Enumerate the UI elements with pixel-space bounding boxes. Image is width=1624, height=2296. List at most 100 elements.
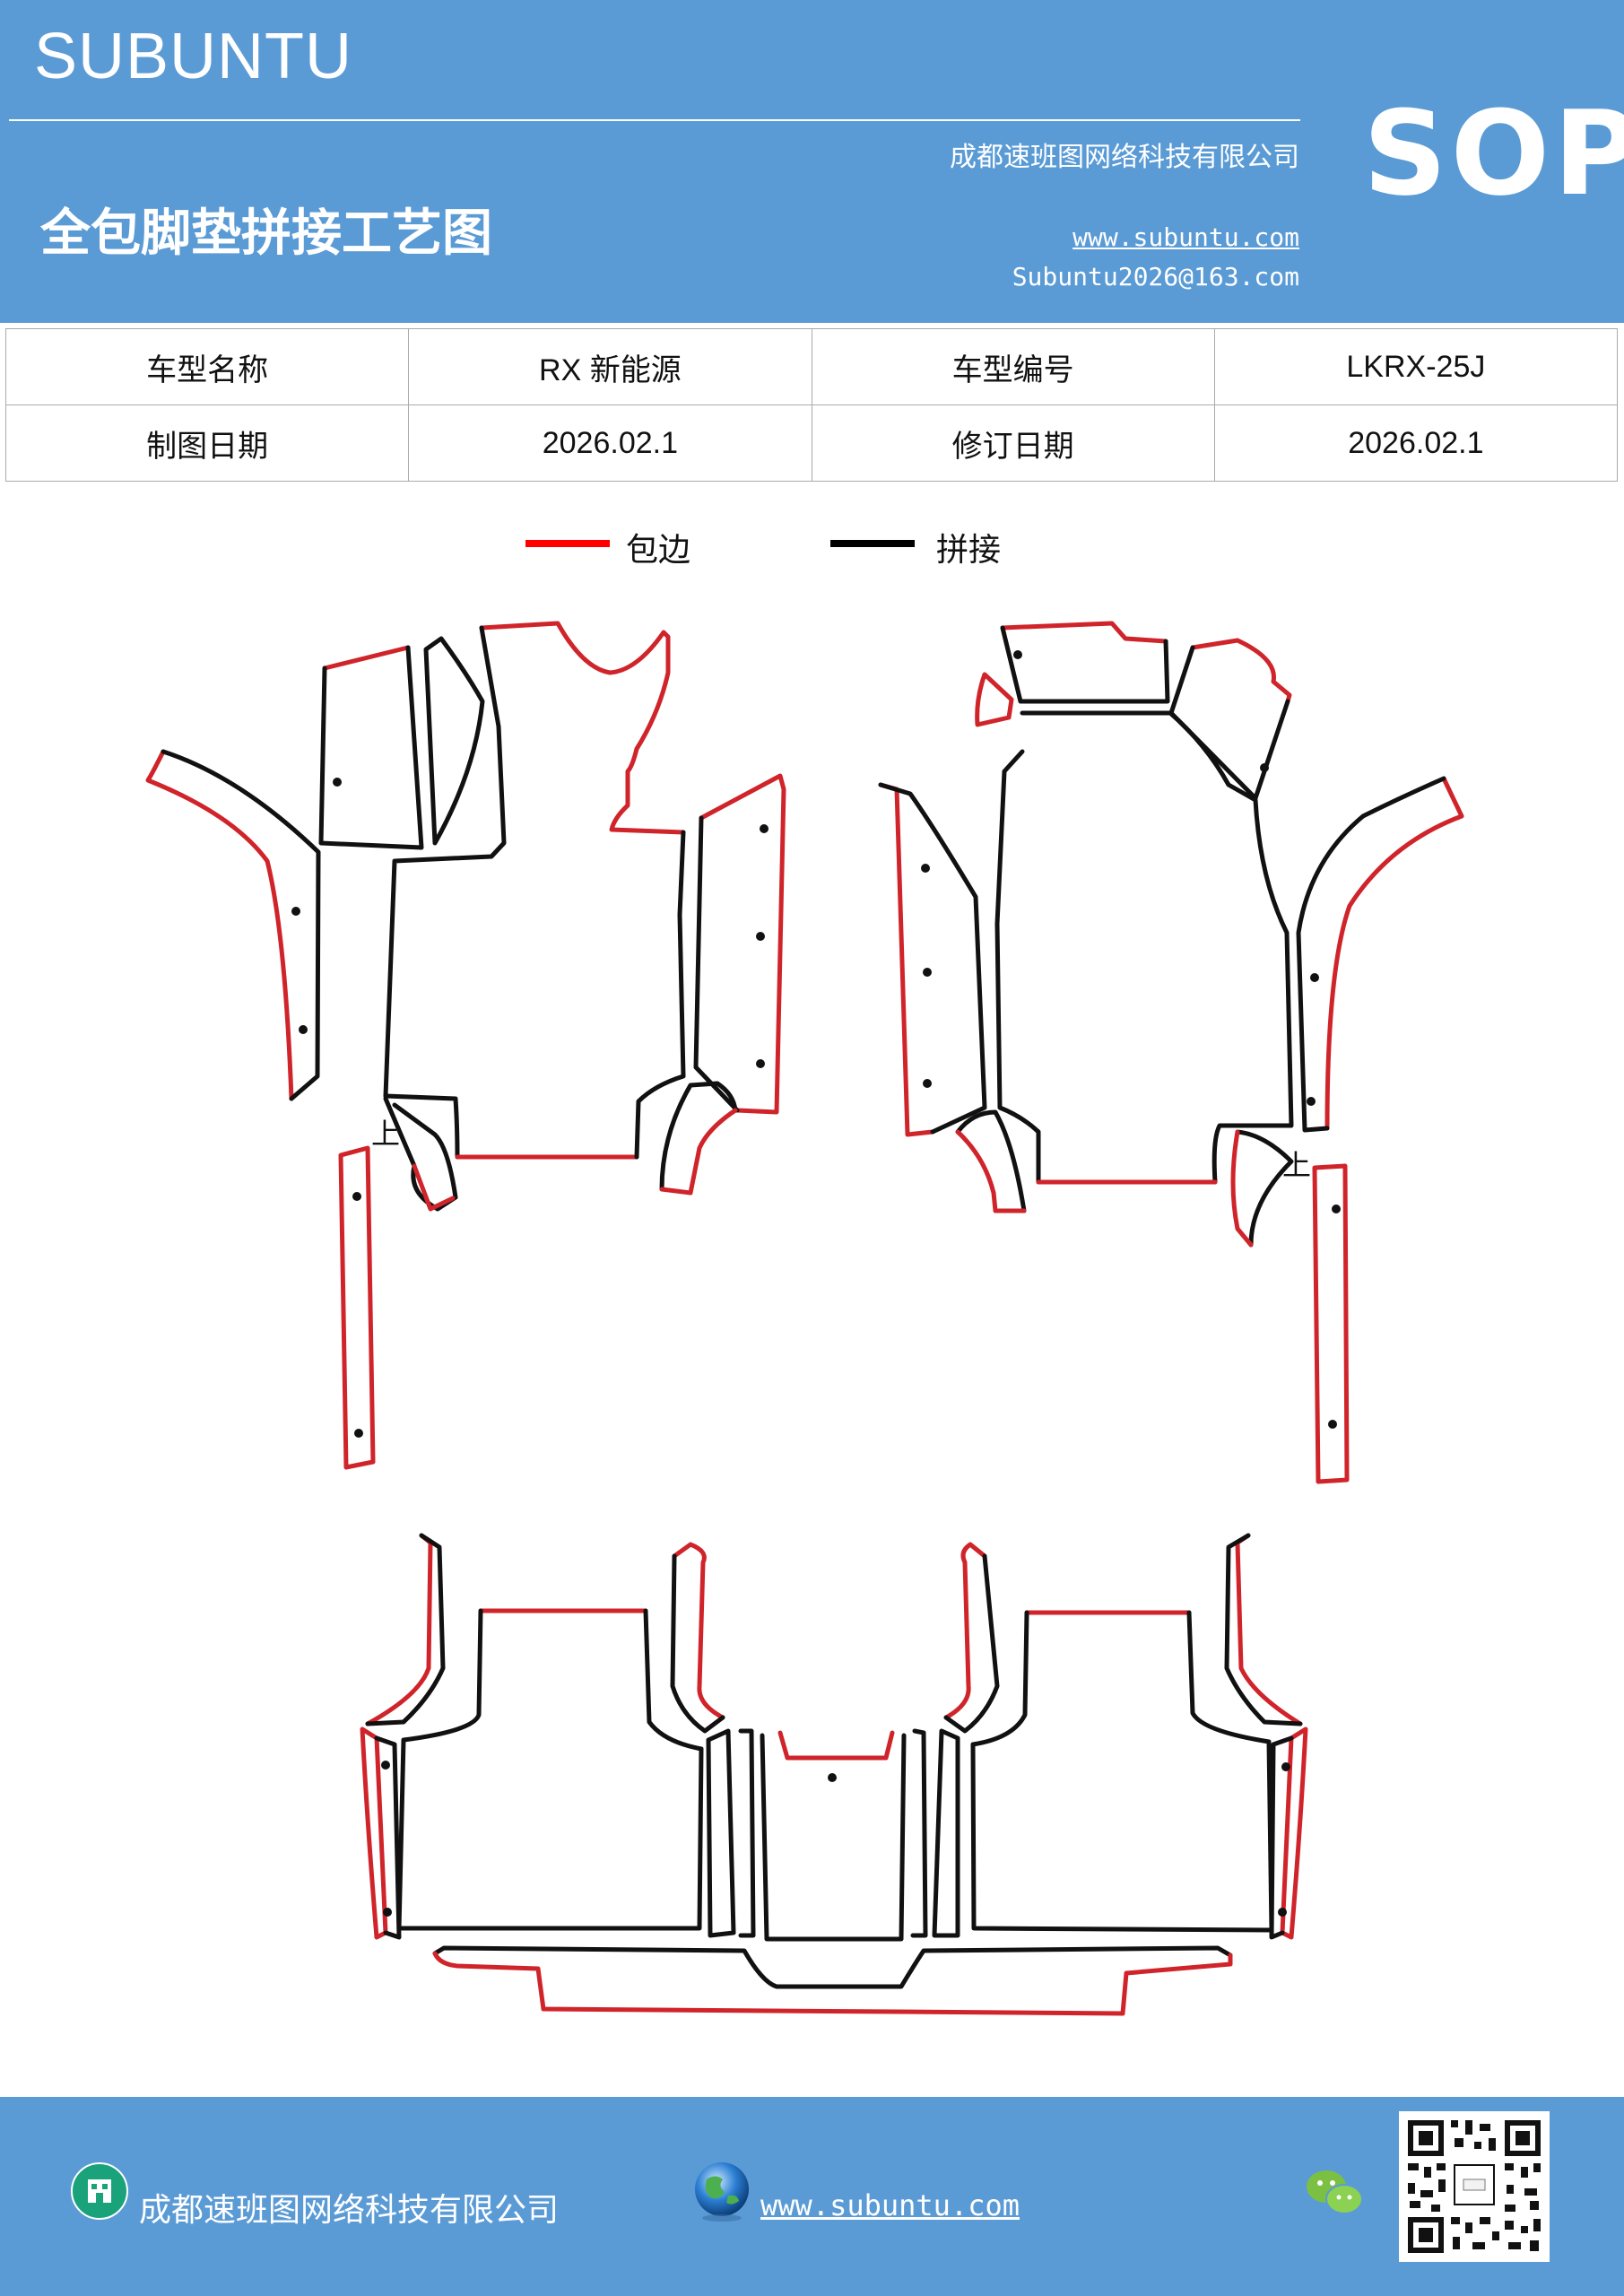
front-right-main-seam xyxy=(994,710,1294,1185)
rear-right-wing-edge xyxy=(1235,1533,1303,1726)
qr-code xyxy=(1399,2111,1550,2262)
left-strip-edge xyxy=(322,645,411,671)
legend-edge-swatch xyxy=(525,540,610,547)
orientation-mark: 上 xyxy=(371,1117,400,1151)
front-right-fan-right-edge xyxy=(1230,1129,1254,1248)
front-left-bottom-seam xyxy=(383,1093,460,1160)
fastener-dot xyxy=(756,1059,765,1068)
rear-left-wing-seam xyxy=(365,1533,446,1726)
table-cell: 2026.02.1 xyxy=(1213,404,1619,482)
company-name: 成都速班图网络科技有限公司 xyxy=(950,142,1299,173)
left-sill-strip-edge xyxy=(338,1145,376,1470)
heel-piece-seam xyxy=(383,1096,458,1212)
table-row: 制图日期 2026.02.1 修订日期 2026.02.1 xyxy=(4,404,1619,482)
fastener-dot xyxy=(760,824,769,833)
rear-inner-right-wing-seam xyxy=(943,1553,1000,1734)
table-cell: 2026.02.1 xyxy=(408,404,812,482)
header-divider xyxy=(9,119,1300,121)
front-left-right-seam xyxy=(634,830,686,1160)
left-kick-panel-edge xyxy=(145,749,294,1101)
footer-website-link[interactable]: www.subuntu.com xyxy=(760,2188,1020,2222)
header-banner: SUBUNTU 成都速班图网络科技有限公司 全包脚垫拼接工艺图 www.subu… xyxy=(0,0,1624,323)
rear-left-side-strip-edge xyxy=(360,1726,388,1940)
fastener-dot xyxy=(923,968,932,977)
fastener-dot xyxy=(1307,1097,1316,1106)
footer-banner: 成都速班图网络科技有限公司 www.subuntu.com xyxy=(0,2097,1624,2296)
globe-icon xyxy=(695,2162,749,2222)
front-left-main-edge xyxy=(479,621,686,835)
info-table: 车型名称 RX 新能源 车型编号 LKRX-25J 制图日期 2026.02.1… xyxy=(4,328,1619,482)
legend-seam-swatch xyxy=(830,540,915,547)
front-left-mat-group: 上 xyxy=(145,621,786,1470)
rear-right-side-strip-edge xyxy=(1280,1726,1308,1940)
brand-name: SUBUNTU xyxy=(34,21,353,92)
front-left-door-strip-edge xyxy=(699,773,786,1115)
table-cell: LKRX-25J xyxy=(1213,328,1619,405)
rear-inner-left-wing-seam xyxy=(670,1553,725,1734)
fastener-dot xyxy=(291,907,300,916)
table-cell: RX 新能源 xyxy=(408,328,812,405)
fastener-dot xyxy=(828,1773,837,1782)
fastener-dot xyxy=(1310,973,1319,982)
legend-edge-label: 包边 xyxy=(626,532,691,569)
fastener-dot xyxy=(333,778,342,787)
center-strip-left-seam xyxy=(706,1728,736,1938)
right-sill-strip-edge xyxy=(1312,1163,1350,1484)
table-row: 车型名称 RX 新能源 车型编号 LKRX-25J xyxy=(4,328,1619,405)
front-right-top-right-edge xyxy=(1190,638,1292,704)
heel-piece-edge xyxy=(412,1163,456,1212)
orientation-mark: 上 xyxy=(1282,1148,1311,1182)
fastener-dot xyxy=(1328,1420,1337,1429)
rear-mat-group xyxy=(360,1533,1308,2016)
front-right-fan-right-seam xyxy=(1235,1129,1294,1248)
table-cell: 车型编号 xyxy=(811,328,1215,405)
center-panel-edge xyxy=(777,1730,895,1761)
center-strip-right2-seam xyxy=(932,1728,960,1938)
footer-company-name: 成都速班图网络科技有限公司 xyxy=(139,2192,560,2229)
rear-left-side-strip-seam xyxy=(374,1735,402,1940)
table-cell: 制图日期 xyxy=(4,404,410,482)
left-strip-seam xyxy=(318,645,424,850)
front-left-fan-edge xyxy=(659,1108,738,1196)
center-strip-right-seam xyxy=(910,1728,928,1938)
wechat-icon[interactable] xyxy=(1305,2167,1364,2219)
diagonal-strip-seam xyxy=(423,636,485,846)
fastener-dot xyxy=(1281,1762,1290,1771)
email-address: Subuntu2026@163.com xyxy=(1012,262,1299,291)
rear-threshold-seam xyxy=(432,1945,1233,1989)
building-icon xyxy=(71,2162,128,2220)
fastener-dot xyxy=(352,1192,361,1201)
fastener-dot xyxy=(381,1761,390,1770)
legend: 包边 拼接 xyxy=(0,520,1624,574)
document-title: 全包脚垫拼接工艺图 xyxy=(40,204,492,263)
right-kick-panel-seam xyxy=(1296,776,1446,1133)
right-kick-panel-edge xyxy=(1324,776,1464,1131)
center-panel-seam xyxy=(760,1733,907,1942)
center-strip-left2-seam xyxy=(738,1728,756,1938)
rear-inner-left-wing-edge xyxy=(672,1542,725,1720)
front-right-top-right-seam xyxy=(1168,645,1290,801)
fastener-dot xyxy=(383,1908,392,1917)
rear-threshold-edge xyxy=(432,1951,1233,2016)
rear-left-wing-edge xyxy=(365,1533,433,1726)
sop-badge: SOP xyxy=(1363,85,1624,222)
fastener-dot xyxy=(299,1025,308,1034)
fastener-dot xyxy=(1332,1205,1341,1213)
fastener-dot xyxy=(354,1429,363,1438)
front-right-top-seam xyxy=(1000,625,1170,704)
fastener-dot xyxy=(1013,650,1022,659)
legend-seam-label: 拼接 xyxy=(936,532,1002,569)
left-kick-panel-seam xyxy=(161,749,321,1101)
front-left-fan-seam xyxy=(659,1081,738,1192)
rear-right-wing-seam xyxy=(1224,1533,1303,1726)
front-right-fan-left-edge xyxy=(955,1129,1027,1213)
fastener-dot xyxy=(756,932,765,941)
table-cell: 修订日期 xyxy=(811,404,1215,482)
fastener-dot xyxy=(921,864,930,873)
website-link[interactable]: www.subuntu.com xyxy=(1073,222,1299,252)
front-left-door-strip-seam xyxy=(693,815,740,1113)
table-cell: 车型名称 xyxy=(4,328,410,405)
front-right-fan-left-seam xyxy=(955,1109,1027,1213)
fastener-dot xyxy=(1278,1908,1287,1917)
